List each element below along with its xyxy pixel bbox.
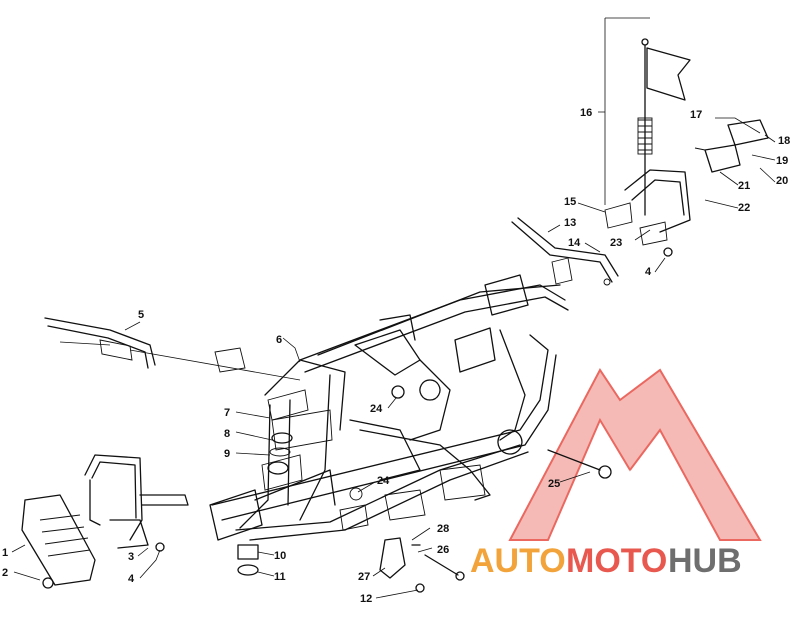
- callout-17: 17: [690, 109, 702, 121]
- main-frame: [209, 274, 569, 541]
- callout-14: 14: [568, 237, 581, 249]
- callout-22: 22: [738, 202, 750, 214]
- callout-8: 8: [224, 428, 230, 440]
- watermark-word-hub: HUB: [668, 542, 742, 580]
- callout-24b: 24: [377, 475, 390, 487]
- callout-3: 3: [128, 551, 134, 563]
- callout-4b: 4: [645, 266, 652, 278]
- callout-28: 28: [437, 523, 449, 535]
- callout-21: 21: [738, 180, 750, 192]
- callout-23: 23: [610, 237, 622, 249]
- callout-15: 15: [564, 196, 576, 208]
- callout-12: 12: [360, 593, 372, 605]
- watermark-word-moto: MOTO: [566, 542, 667, 580]
- hardware-parts: [42, 247, 673, 593]
- callout-13: 13: [564, 217, 576, 229]
- callout-4a: 4: [128, 573, 135, 585]
- callout-2: 2: [2, 567, 8, 579]
- callout-11: 11: [274, 571, 286, 583]
- callout-20: 20: [776, 175, 788, 187]
- front-bumper: [84, 454, 189, 549]
- grab-bar: [44, 317, 301, 381]
- tail-light-bracket: [604, 169, 691, 246]
- flag-whip: [598, 17, 691, 216]
- callout-1: 1: [2, 547, 8, 559]
- front-skid-plate: [21, 494, 96, 586]
- watermark-word-auto: AUTO: [470, 542, 566, 580]
- callout-6: 6: [276, 334, 282, 346]
- watermark-text: AUTO MOTO HUB: [470, 542, 742, 580]
- rear-rack-bracket: [511, 217, 619, 286]
- callout-16: 16: [580, 107, 592, 119]
- callout-27: 27: [358, 571, 370, 583]
- callout-5: 5: [138, 309, 144, 321]
- callout-24a: 24: [370, 403, 383, 415]
- callout-10: 10: [274, 550, 286, 562]
- callout-leaders: [11, 134, 776, 599]
- callout-18: 18: [778, 135, 790, 147]
- tail-light: [694, 117, 769, 173]
- watermark-logo-icon: [508, 368, 762, 541]
- callout-25: 25: [548, 478, 560, 490]
- callout-7: 7: [224, 407, 230, 419]
- callout-9: 9: [224, 448, 230, 460]
- callout-26: 26: [437, 544, 449, 556]
- callout-19: 19: [776, 155, 788, 167]
